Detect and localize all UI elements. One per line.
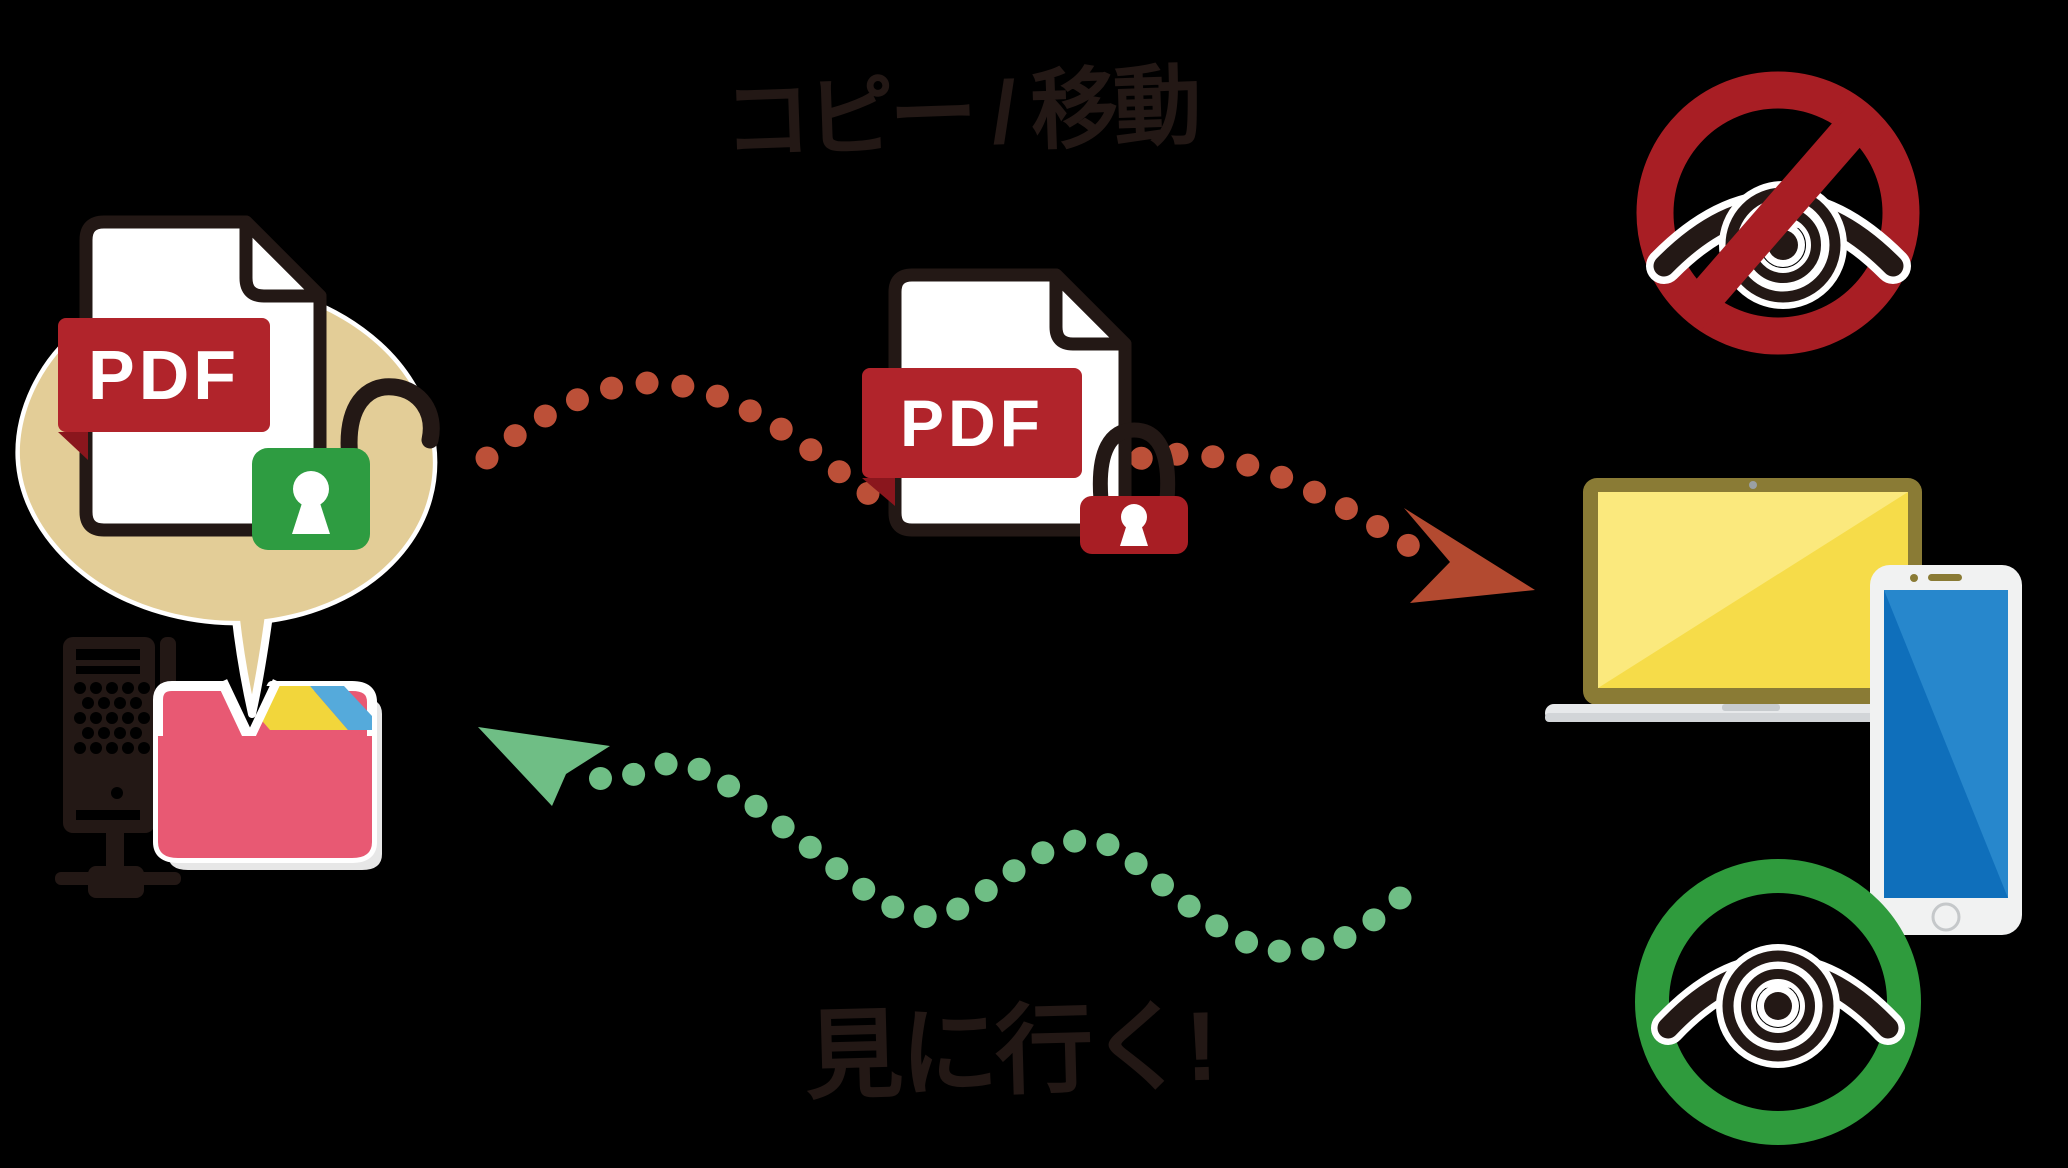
- server-vent-holes: [74, 682, 150, 754]
- prohibition-slash: [1673, 96, 1883, 331]
- tablet-screen-glare: [1884, 590, 2008, 898]
- go-view-caption: 見に行く!: [803, 990, 1217, 1112]
- keyhole: [293, 471, 329, 507]
- copied-pdf-badge-label: PDF: [900, 386, 1044, 460]
- keyhole-stem: [292, 500, 330, 534]
- tablet-icon: [1870, 565, 2022, 935]
- keyhole-stem: [1120, 524, 1148, 546]
- keyhole: [1121, 504, 1147, 530]
- copy-move-title: コピー / 移動: [721, 55, 1199, 172]
- copied-pdf-banner-fold: [862, 478, 895, 506]
- folder-paper-blue: [310, 686, 372, 730]
- closed-red-padlock-icon: [1080, 422, 1188, 554]
- copied-pdf-banner: [862, 368, 1082, 478]
- view-eye-icon: [1635, 859, 1921, 1145]
- source-pdf-file-icon: [58, 215, 440, 550]
- eye-glyph: [1651, 944, 1905, 1068]
- open-shackle: [340, 378, 440, 469]
- laptop-screen-glare: [1598, 492, 1908, 688]
- go-view-arrowhead-icon: [478, 727, 610, 806]
- prohibition-ring: [1636, 71, 1920, 355]
- pink-folder-icon: [153, 679, 382, 870]
- copied-pdf-dogear: [1049, 268, 1132, 351]
- tablet-speaker-icon: [1928, 574, 1962, 581]
- source-pdf-banner: [58, 318, 270, 432]
- go-view-dotted-arrow-path: [584, 751, 1412, 964]
- laptop-base-shade: [1545, 713, 1957, 722]
- tablet-camera-icon: [1910, 574, 1918, 582]
- laptop-base-notch: [1722, 704, 1780, 711]
- copied-pdf-file-icon: [862, 268, 1188, 554]
- allowed-ring: [1635, 859, 1921, 1145]
- folder-front-flap: [158, 736, 372, 858]
- open-green-padlock-icon: [252, 378, 440, 550]
- source-pdf-badge-label: PDF: [88, 336, 240, 414]
- no-view-crossed-eye-icon: [1636, 71, 1920, 355]
- laptop-icon: [1545, 478, 1957, 722]
- tablet-home-button: [1931, 902, 1961, 932]
- copy-move-arrowhead-icon: [1404, 508, 1535, 603]
- webcam-icon: [1749, 481, 1757, 489]
- source-pdf-banner-fold: [58, 432, 88, 460]
- source-pdf-dogear: [239, 215, 327, 303]
- blob-tail: [229, 586, 276, 718]
- closed-shackle: [1092, 422, 1176, 508]
- server-tower-icon: [55, 637, 181, 898]
